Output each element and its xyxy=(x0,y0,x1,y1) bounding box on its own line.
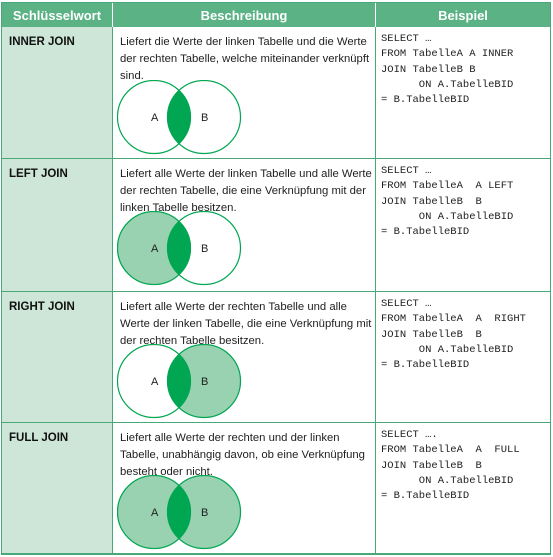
venn-label-a: A xyxy=(151,112,159,124)
venn-diagram-full: A B xyxy=(117,475,242,550)
description-cell: Liefert die Werte der linken Tabelle und… xyxy=(113,27,376,159)
header-description: Beschreibung xyxy=(113,3,376,27)
example-cell: SELECT … FROM TabelleA A RIGHT JOIN Tabe… xyxy=(376,292,550,423)
venn-label-b: B xyxy=(201,243,208,255)
sql-code: SELECT … FROM TabelleA A INNER JOIN Tabe… xyxy=(381,33,514,107)
venn-label-a: A xyxy=(151,376,159,388)
header-keyword: Schlüsselwort xyxy=(2,3,113,27)
example-cell: SELECT … FROM TabelleA A LEFT JOIN Tabel… xyxy=(376,159,550,292)
example-cell: SELECT …. FROM TabelleA A FULL JOIN Tabe… xyxy=(376,423,550,554)
keyword-cell: RIGHT JOIN xyxy=(2,292,113,423)
venn-label-a: A xyxy=(151,507,159,519)
table-row-full-join: FULL JOIN Liefert alle Werte der rechten… xyxy=(2,423,550,554)
description-text: Liefert alle Werte der rechten und der l… xyxy=(120,432,365,478)
venn-label-b: B xyxy=(201,507,208,519)
example-cell: SELECT … FROM TabelleA A INNER JOIN Tabe… xyxy=(376,27,550,159)
sql-code: SELECT … FROM TabelleA A LEFT JOIN Tabel… xyxy=(381,165,514,239)
venn-diagram-left: A B xyxy=(117,211,242,286)
sql-code: SELECT …. FROM TabelleA A FULL JOIN Tabe… xyxy=(381,429,520,503)
venn-label-b: B xyxy=(201,376,208,388)
venn-label-a: A xyxy=(151,243,159,255)
keyword-cell: INNER JOIN xyxy=(2,27,113,159)
table-row-right-join: RIGHT JOIN Liefert alle Werte der rechte… xyxy=(2,292,550,423)
venn-label-b: B xyxy=(201,112,208,124)
sql-code: SELECT … FROM TabelleA A RIGHT JOIN Tabe… xyxy=(381,298,526,372)
description-text: Liefert die Werte der linken Tabelle und… xyxy=(120,36,370,82)
keyword-cell: FULL JOIN xyxy=(2,423,113,554)
description-text: Liefert alle Werte der linken Tabelle un… xyxy=(120,168,372,214)
description-text: Liefert alle Werte der rechten Tabelle u… xyxy=(120,301,372,347)
description-cell: Liefert alle Werte der linken Tabelle un… xyxy=(113,159,376,292)
description-cell: Liefert alle Werte der rechten und der l… xyxy=(113,423,376,554)
keyword-cell: LEFT JOIN xyxy=(2,159,113,292)
description-cell: Liefert alle Werte der rechten Tabelle u… xyxy=(113,292,376,423)
venn-diagram-right: A B xyxy=(117,344,242,419)
venn-diagram-inner: A B xyxy=(117,80,242,155)
header-example: Beispiel xyxy=(376,3,550,27)
table-row-left-join: LEFT JOIN Liefert alle Werte der linken … xyxy=(2,159,550,292)
table-row-inner-join: INNER JOIN Liefert die Werte der linken … xyxy=(2,27,550,159)
